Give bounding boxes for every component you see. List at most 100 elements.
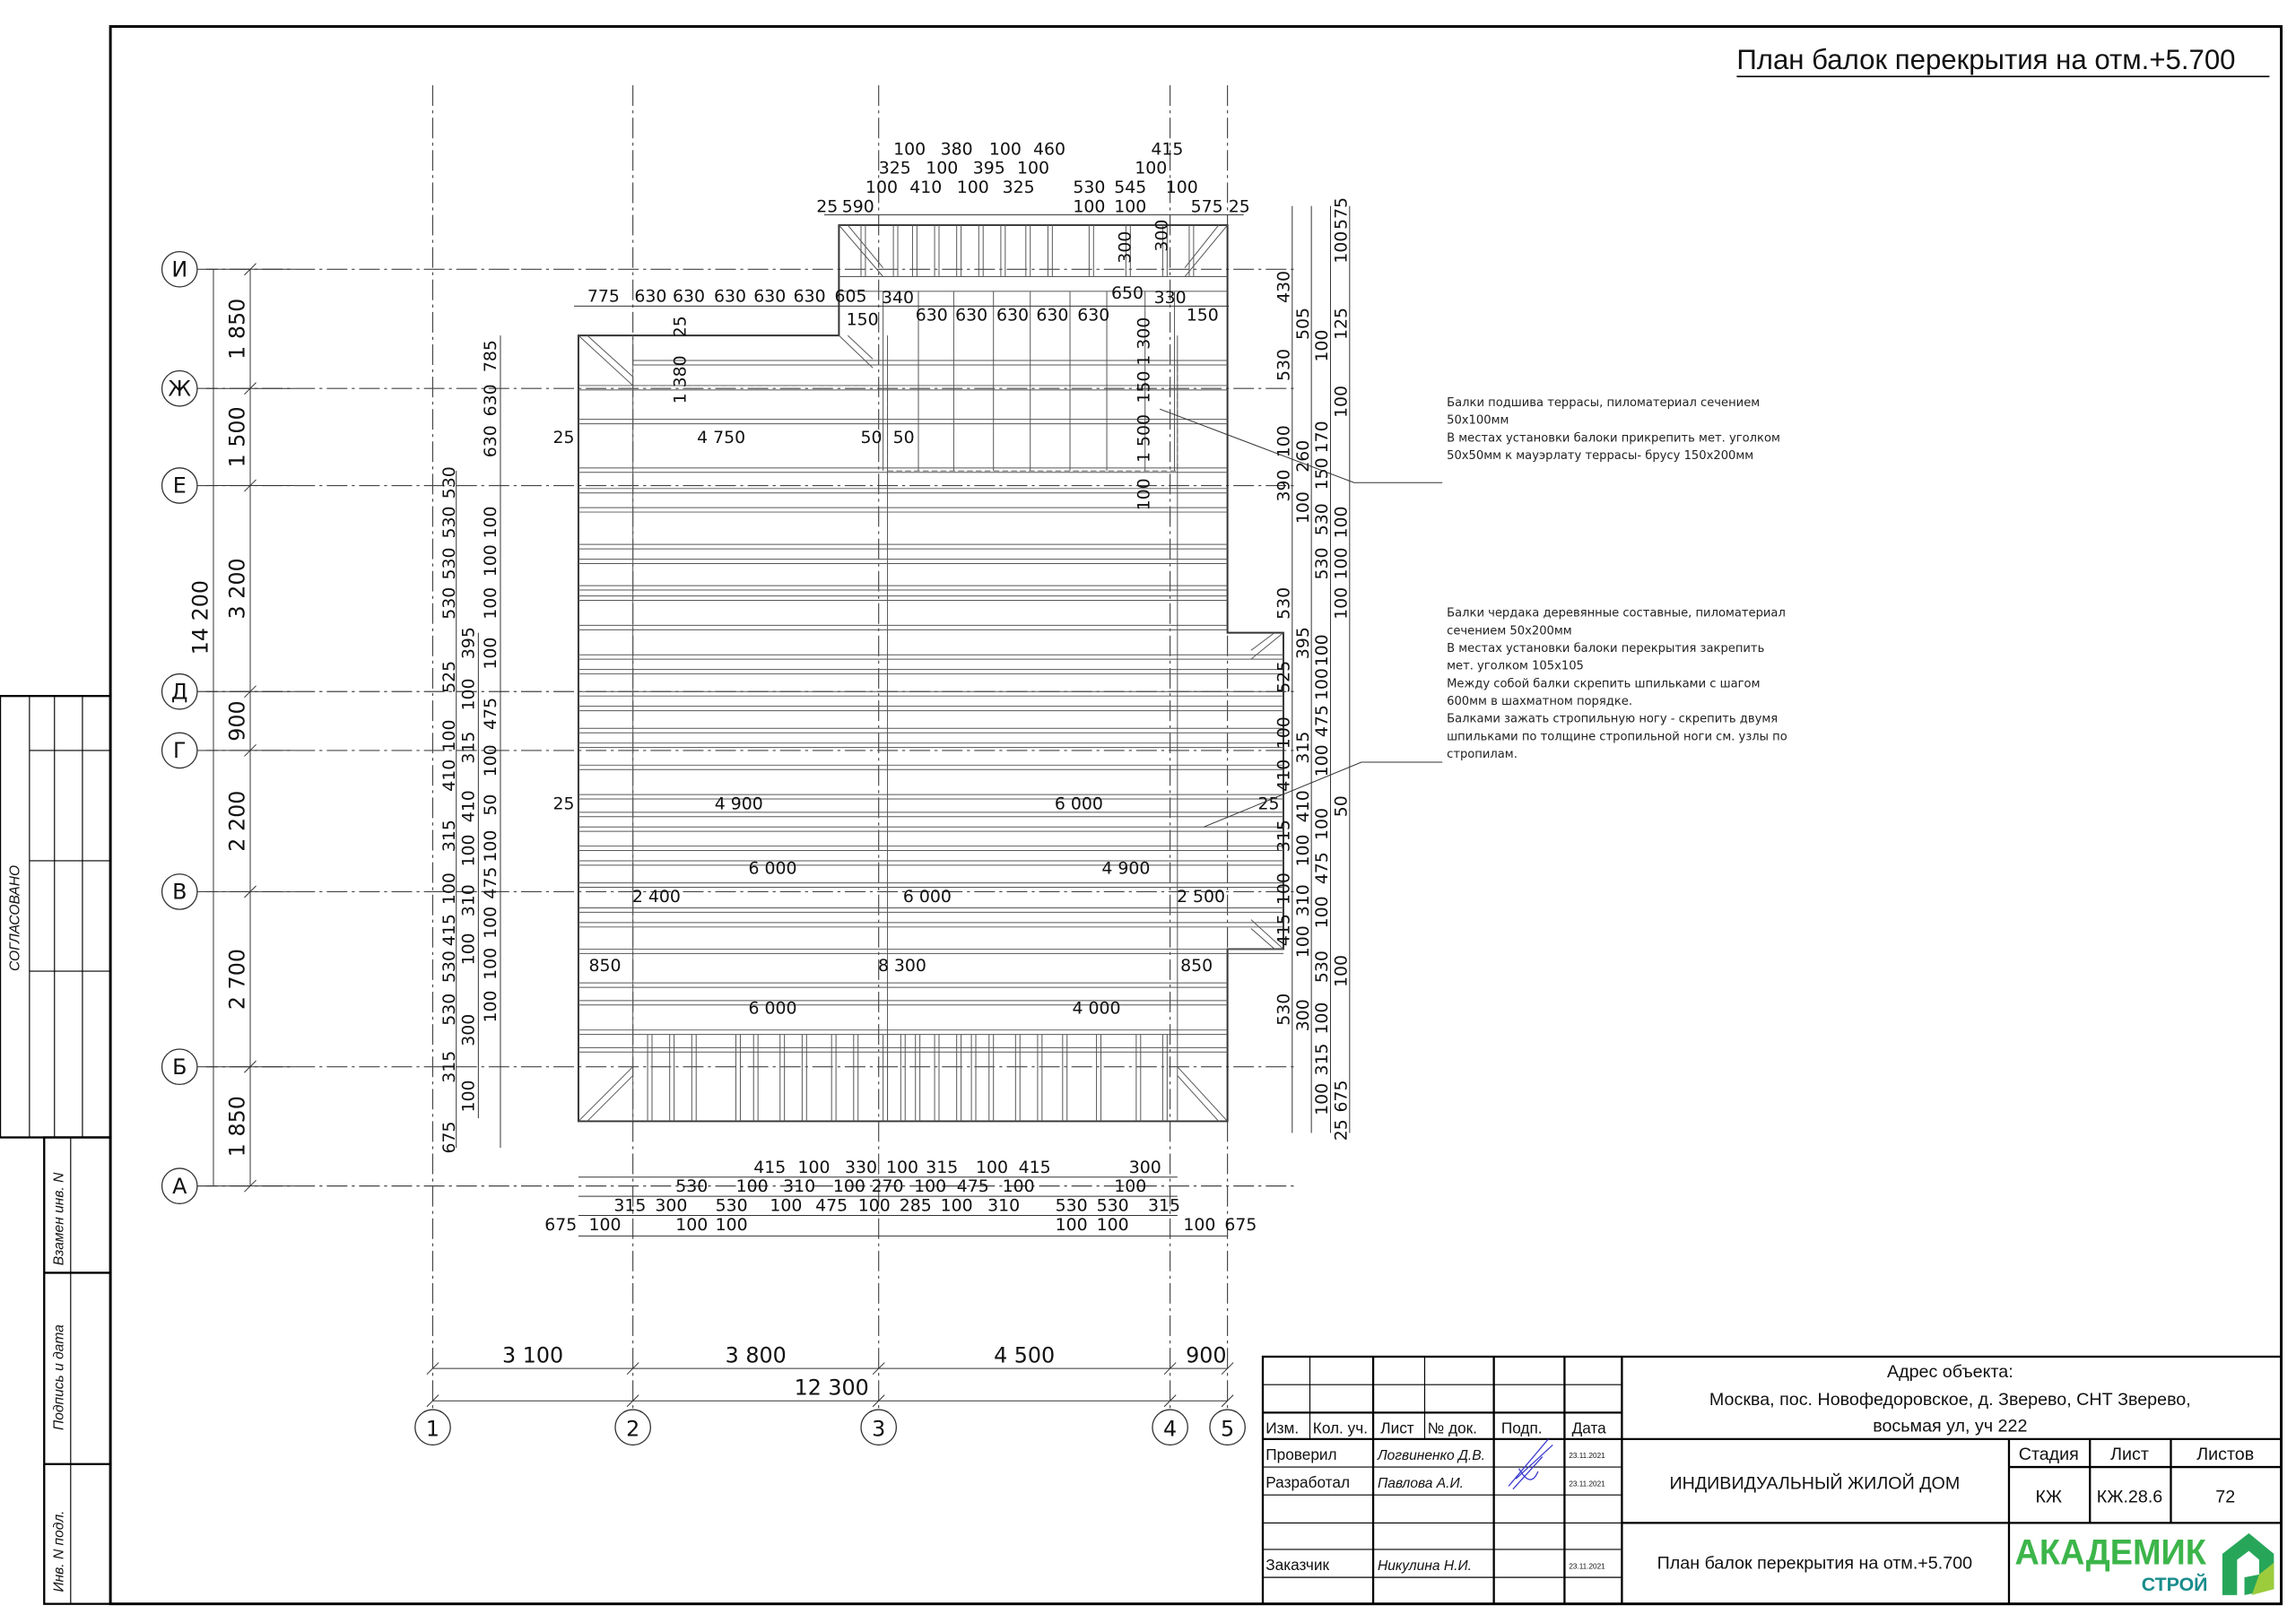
right-stack-dim: 100 (1332, 507, 1352, 539)
left-span-dim: 1 850 (224, 1096, 249, 1157)
top-dim: 410 (909, 178, 942, 197)
top-dim: 100 (865, 178, 898, 197)
right-stack-dim: 525 (1274, 661, 1294, 693)
note-line: 50х50мм к мауэрлату террасы- брусу 150х2… (1447, 449, 1753, 463)
top-dim: 415 (1151, 139, 1183, 159)
name-customer: Никулина Н.И. (1378, 1558, 1472, 1574)
address-label: Адрес объекта: (1887, 1362, 2013, 1382)
bottom-dim: 100 (1003, 1176, 1035, 1196)
left-stack-dim: 300 (458, 1014, 478, 1046)
note-line: стропилам. (1447, 748, 1518, 761)
axis-bubble (161, 467, 198, 504)
note-line: сечением 50х200мм (1447, 624, 1572, 638)
right-stack-dim: 530 (1274, 349, 1294, 381)
right-stack-dim: 100 (1312, 896, 1332, 928)
left-stack-dim: 100 (481, 990, 500, 1022)
bottom-dim: 475 (815, 1196, 848, 1216)
right-stack-dim: 505 (1293, 308, 1313, 340)
bottom-dim: 675 (1224, 1215, 1257, 1235)
corner-brace (578, 334, 633, 386)
left-stack-dim: 785 (481, 340, 500, 372)
top-dim: 395 (973, 159, 1005, 178)
inner-vertical-dim: 150 (1135, 371, 1154, 404)
plan-dim: 2 500 (1177, 887, 1225, 907)
bottom-dim: 285 (900, 1196, 932, 1216)
plan-dim: 6 000 (749, 999, 797, 1019)
left-stack-dim: 410 (458, 790, 478, 822)
plan-dim: 25 (553, 794, 575, 814)
corner-brace (1184, 224, 1228, 277)
row-dim: 630 (955, 306, 987, 325)
plan-dim: 6 000 (749, 859, 797, 879)
axis-label-1: Ж (168, 376, 191, 401)
header-doc-no: № док. (1428, 1419, 1477, 1436)
right-stack-dim: 410 (1274, 759, 1294, 792)
left-stack-dim: 525 (439, 661, 459, 693)
axis-bubble (1209, 1409, 1246, 1446)
row-dim: 150 (1187, 306, 1219, 325)
plan-dim: 4 750 (697, 428, 745, 447)
right-stack-dim: 100 (1312, 634, 1332, 666)
right-stack-dim: 390 (1274, 470, 1294, 502)
row-dim: 630 (996, 306, 1029, 325)
bottom-dim: 415 (753, 1158, 786, 1177)
right-stack-dim: 100 (1312, 744, 1332, 777)
left-span-dim: 1 850 (224, 299, 249, 360)
bottom-dim: 530 (1097, 1196, 1129, 1216)
note-line: шпильками по толщине стропильной ноги см… (1447, 730, 1787, 743)
bottom-span-dim: 4 500 (994, 1343, 1055, 1368)
header-sign: Подп. (1501, 1419, 1543, 1436)
plan-dim: 25 (553, 428, 575, 447)
left-span-dim: 2 700 (224, 949, 249, 1010)
right-stack-dim: 430 (1274, 271, 1294, 303)
axis-label-5: 5 (1221, 1417, 1234, 1442)
bottom-span-dim: 3 100 (502, 1343, 563, 1368)
bottom-dim: 310 (783, 1176, 815, 1196)
row-dim: 775 (587, 286, 620, 306)
row-dim: 630 (714, 286, 746, 306)
note-line: Балки чердака деревянные составные, пило… (1447, 607, 1786, 621)
sheets-label: Листов (2196, 1445, 2254, 1464)
top-dim: 25 (1229, 196, 1250, 216)
side-stamp: СОГЛАСОВАНО Взамен инв. N Подпись и дата… (0, 695, 112, 1605)
bottom-dim: 100 (797, 1158, 830, 1177)
right-stack-dim: 530 (1312, 503, 1332, 535)
row-dim: 630 (673, 286, 705, 306)
row-dim: 630 (794, 286, 826, 306)
axis-label-4: Г (173, 738, 187, 763)
right-stack-dim: 395 (1293, 627, 1313, 659)
address-line1: Москва, пос. Новофедоровское, д. Зверево… (1709, 1390, 2191, 1410)
bottom-dim: 100 (1183, 1215, 1215, 1235)
bottom-dim: 100 (675, 1215, 708, 1235)
top-dim: 325 (879, 159, 911, 178)
axis-label-7: А (172, 1174, 187, 1199)
header-date: Дата (1572, 1419, 1607, 1436)
title-block: Изм. Кол. уч. Лист № док. Подп. Дата Про… (1261, 1355, 2283, 1605)
plan-dim: 50 (860, 428, 882, 447)
inner-vertical-dim: 1 300 (1135, 317, 1154, 366)
corner-brace (1250, 632, 1284, 660)
right-stack-dim: 530 (1312, 547, 1332, 579)
plan-dim: 6 000 (1055, 794, 1103, 814)
top-dim: 100 (989, 139, 1022, 159)
axis-bubble (161, 1167, 198, 1204)
note-line: 50х100мм (1447, 414, 1509, 428)
bottom-dim: 315 (1148, 1196, 1180, 1216)
left-stack-dim: 100 (481, 744, 500, 777)
axis-label-5: В (172, 880, 187, 905)
axis-bubble (161, 873, 198, 910)
plan-dim: 4 900 (1101, 859, 1150, 879)
date-customer: 23.11.2021 (1569, 1562, 1605, 1570)
top-dim: 530 (1073, 178, 1105, 197)
left-stack-dim: 100 (458, 834, 478, 866)
left-span-dim: 900 (224, 700, 249, 741)
bottom-dim: 100 (858, 1196, 891, 1216)
plan-dim: 2 400 (632, 887, 681, 907)
bottom-dim: 300 (655, 1196, 687, 1216)
row-dim: 605 (835, 286, 867, 306)
axis-label-2: Е (173, 473, 187, 499)
right-stack-dim: 100 (1312, 668, 1332, 700)
bottom-dim: 100 (716, 1215, 748, 1235)
axis-label-6: Б (172, 1055, 187, 1080)
